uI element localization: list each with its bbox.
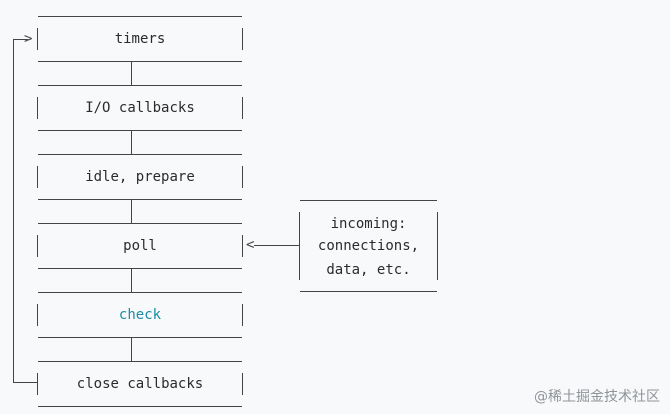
loop-back-line <box>13 39 14 382</box>
phase-connector-2 <box>131 131 132 154</box>
phase-connector-5 <box>131 338 132 361</box>
incoming-line-3: data, etc. <box>326 262 411 278</box>
phase-box-poll: poll <box>37 223 243 269</box>
incoming-line-2: connections, <box>317 238 420 254</box>
watermark-text: @稀土掘金技术社区 <box>534 389 660 405</box>
phase-label-timers: timers <box>114 31 166 47</box>
incoming-box: incoming: connections, data, etc. <box>299 200 438 292</box>
phase-label-io-callbacks: I/O callbacks <box>85 100 195 116</box>
phase-connector-3 <box>131 200 132 223</box>
phase-box-check: check <box>37 292 243 338</box>
phase-label-check: check <box>118 307 162 323</box>
loop-back-top-line <box>13 39 28 40</box>
loop-back-bottom-line <box>13 382 38 383</box>
phase-box-io-callbacks: I/O callbacks <box>37 85 243 131</box>
phase-label-idle-prepare: idle, prepare <box>85 169 195 185</box>
phase-box-timers: timers <box>37 16 243 62</box>
phase-box-close-callbacks: close callbacks <box>37 361 243 407</box>
phase-label-close-callbacks: close callbacks <box>76 376 204 392</box>
phase-connector-4 <box>131 269 132 292</box>
incoming-link-line <box>254 245 300 246</box>
loop-back-arrow-icon: > <box>24 31 33 47</box>
phase-box-idle-prepare: idle, prepare <box>37 154 243 200</box>
phase-connector-1 <box>131 62 132 85</box>
incoming-arrow-icon: < <box>246 237 255 253</box>
incoming-line-1: incoming: <box>330 216 407 232</box>
phase-label-poll: poll <box>123 238 157 254</box>
